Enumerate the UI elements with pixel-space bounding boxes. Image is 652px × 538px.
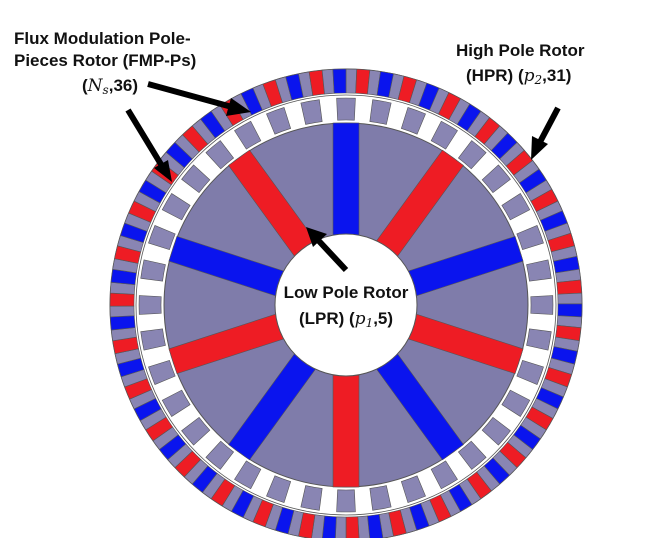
hpr-label-line2: (HPR) (p2,31) (466, 66, 571, 87)
fmp-pole-piece (430, 460, 458, 490)
fmp-pole-piece (501, 389, 531, 417)
fmp-pole-piece (138, 295, 162, 315)
lpr-arrow-head (306, 227, 327, 247)
hpr-magnet (332, 68, 347, 94)
hpr-iron-segment (321, 69, 335, 95)
fmp-pole-piece (369, 485, 392, 511)
fmp-label-line2: Pieces Rotor (FMP-Ps) (14, 51, 196, 70)
fmp-pole-piece (481, 164, 511, 194)
shaft-bore (274, 233, 418, 377)
fmp-pole-piece (336, 97, 356, 121)
fmp-pole-piece (457, 440, 487, 470)
fmp-pole-piece (457, 140, 487, 170)
hpr-iron-segment (357, 515, 370, 538)
hpr-magnet (109, 315, 136, 331)
fmp-pole-piece (148, 225, 176, 251)
lpr-arrow (315, 237, 349, 273)
lpr-magnet (332, 364, 360, 488)
fmp-pole-piece (140, 328, 166, 351)
fmp-pole-piece (501, 193, 531, 221)
lpr-magnet (332, 122, 360, 246)
annotation-arrows (125, 81, 561, 273)
fmp-pole-piece (526, 328, 552, 351)
hpr-iron-segment (335, 516, 347, 538)
fmp-pole-piece (530, 295, 554, 315)
fmp-pole-piece-ring (138, 97, 554, 513)
fmp-pole-piece (430, 120, 458, 150)
fmp-pole-piece (205, 440, 235, 470)
hpr-magnet-ring (109, 68, 583, 538)
lpr-label: Low Pole Rotor (LPR) (p1,5) (284, 283, 409, 330)
hpr-magnet (345, 516, 360, 538)
hpr-label: High Pole Rotor (HPR) (p2,31) (456, 41, 585, 87)
fmp-pole-piece (205, 140, 235, 170)
fmp-label-line3: (Ns,36) (82, 76, 138, 97)
fmp-pole-piece (516, 225, 544, 251)
fmp-arrow-lower-head (154, 160, 172, 182)
fmp-arrow-upper-head (226, 98, 251, 116)
fmp-pole-piece (369, 99, 392, 125)
lpr-magnet-spoke (332, 122, 360, 246)
magnetic-gear-cross-section (109, 68, 583, 538)
lpr-magnet-spoke (332, 364, 360, 488)
fmp-pole-piece (266, 107, 292, 135)
hpr-label-line1: High Pole Rotor (456, 41, 585, 60)
hpr-arrow (537, 106, 561, 144)
fmp-pole-piece (234, 120, 262, 150)
fmp-pole-piece (526, 259, 552, 282)
fmp-arrow-upper (147, 81, 233, 110)
fmp-pole-piece (300, 99, 323, 125)
lpr-label-line1: Low Pole Rotor (284, 283, 409, 302)
lpr-magnet-set (168, 122, 524, 488)
hpr-iron-segment (345, 68, 358, 94)
hpr-magnet (557, 303, 583, 318)
fmp-pole-piece (516, 359, 544, 385)
fmp-pole-piece (400, 475, 426, 503)
fmp-pole-piece (400, 107, 426, 135)
fmp-pole-piece (234, 460, 262, 490)
fmp-pole-piece (266, 475, 292, 503)
hpr-iron-segment (557, 292, 583, 305)
fmp-label-line1: Flux Modulation Pole- (14, 29, 191, 48)
hpr-magnet (556, 279, 583, 295)
fmp-pole-piece (161, 389, 191, 417)
fmp-arrow-lower (125, 108, 165, 168)
fmp-pole-piece (140, 259, 166, 282)
fmp-pole-piece (181, 416, 211, 446)
fmp-pole-piece (300, 485, 323, 511)
hpr-arrow-head (531, 136, 548, 160)
fmp-label: Flux Modulation Pole- Pieces Rotor (FMP-… (14, 29, 196, 97)
fmp-pole-piece (181, 164, 211, 194)
fmp-pole-piece (336, 489, 356, 513)
fmp-pole-piece (481, 416, 511, 446)
hpr-magnet (109, 292, 135, 307)
lpr-label-line2: (LPR) (p1,5) (299, 309, 393, 330)
fmp-pole-piece (161, 193, 191, 221)
hpr-iron-segment (109, 305, 135, 318)
fmp-pole-piece (148, 359, 176, 385)
